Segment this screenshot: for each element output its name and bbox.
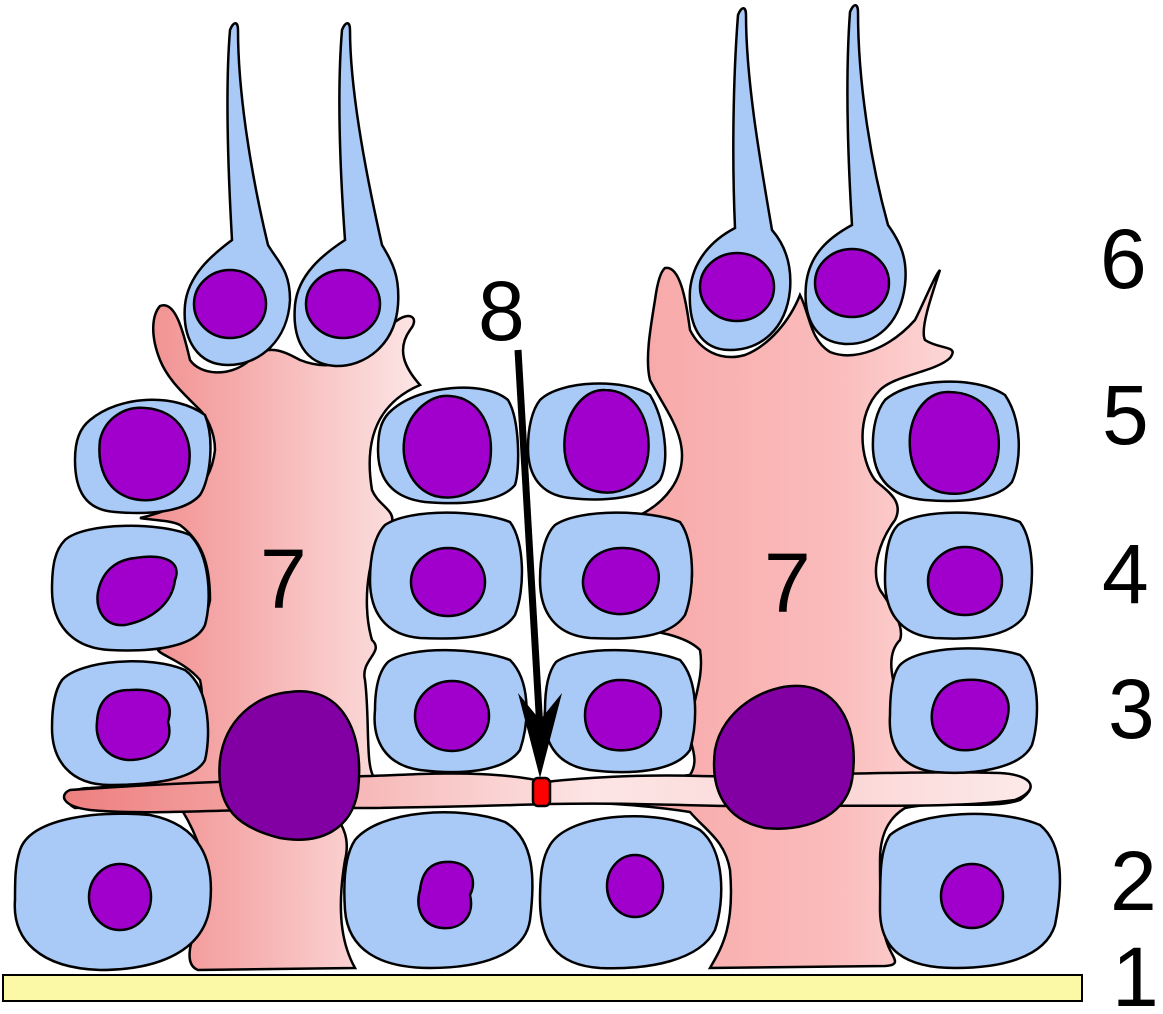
junction-arrow-shaft (514, 349, 544, 731)
junction-arrow-head (518, 693, 562, 778)
layer-label-3: 3 (1108, 662, 1155, 756)
sertoli-nucleus-right (712, 684, 855, 830)
layer-label-1: 1 (1112, 930, 1159, 1009)
sertoli-label-left: 7 (260, 532, 307, 626)
layer-label-5: 5 (1102, 368, 1149, 462)
junction-label: 8 (478, 264, 525, 358)
layer-label-2: 2 (1110, 834, 1157, 928)
primary-spermatocytes-row (50, 647, 1039, 787)
sertoli-label-right: 7 (764, 536, 811, 630)
secondary-spermatocytes-row (50, 511, 1034, 652)
sertoli-nucleus-left (218, 690, 361, 841)
spermatids-row (73, 380, 1021, 515)
spermatozoa-row (183, 4, 907, 368)
basement-membrane (2, 974, 1083, 1002)
tight-junction (531, 776, 552, 808)
layer-label-6: 6 (1100, 212, 1147, 306)
spermatogonia-row (13, 811, 1062, 972)
layer-label-4: 4 (1102, 527, 1149, 621)
